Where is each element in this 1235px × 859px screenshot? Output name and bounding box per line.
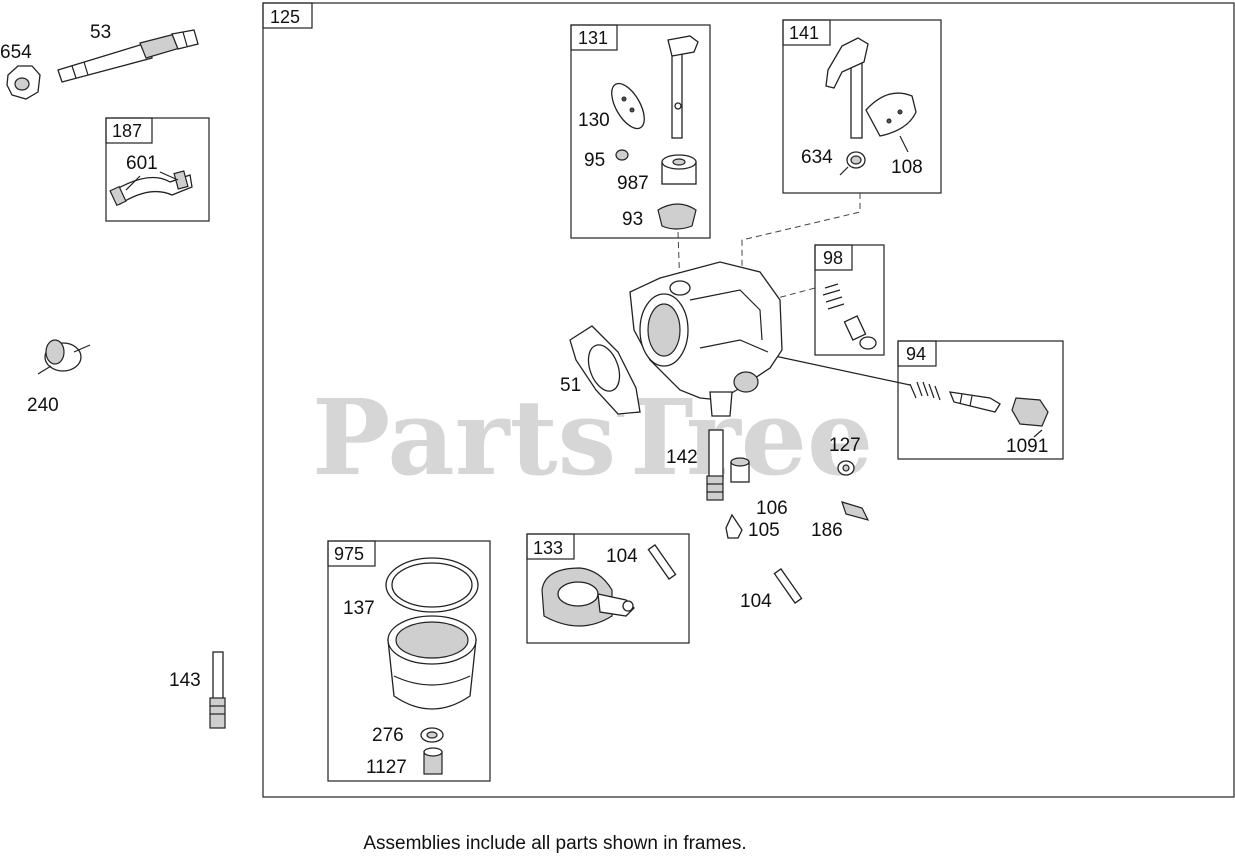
- part-95-screw[interactable]: [615, 149, 629, 161]
- label-95: 95: [584, 150, 605, 171]
- label-1091: 1091: [1006, 436, 1048, 457]
- part-108-throttle-plate[interactable]: [865, 92, 917, 153]
- part-104-pin[interactable]: 104: [740, 568, 803, 612]
- part-93-bushing[interactable]: [657, 203, 697, 230]
- part-1127-bolt[interactable]: [423, 747, 443, 775]
- label-108: 108: [891, 157, 923, 178]
- label-93: 93: [622, 209, 643, 230]
- label-104a: 104: [606, 546, 638, 567]
- label-634: 634: [801, 147, 833, 168]
- frame-975-label: 975: [334, 544, 364, 564]
- frame-125-label: 125: [270, 7, 300, 27]
- frame-141: 141 634 108: [782, 19, 942, 194]
- label-987: 987: [617, 173, 649, 194]
- frame-131-label: 131: [578, 28, 608, 48]
- frame-131: 131 130 95 987 93: [570, 24, 711, 239]
- label-53: 53: [90, 22, 111, 43]
- part-98-idle-screw[interactable]: [822, 283, 877, 350]
- part-1091-cap[interactable]: [1011, 397, 1049, 438]
- frame-187: 187 601: [105, 117, 210, 222]
- frame-187-label: 187: [112, 121, 142, 141]
- label-51: 51: [560, 375, 581, 396]
- frame-94: 94 1091: [897, 340, 1064, 460]
- part-987-seal[interactable]: [661, 154, 697, 185]
- part-51-gasket[interactable]: 51: [560, 325, 641, 415]
- label-240: 240: [27, 395, 59, 416]
- frame-94-label: 94: [906, 344, 926, 364]
- label-601: 601: [126, 153, 158, 174]
- label-654: 654: [0, 42, 32, 63]
- part-186-screw[interactable]: 186: [811, 501, 870, 541]
- part-94-needle[interactable]: [948, 391, 1001, 413]
- part-634-spring[interactable]: [839, 151, 866, 176]
- part-104-pin-frame[interactable]: [647, 544, 677, 580]
- label-105: 105: [748, 520, 780, 541]
- part-float-bowl[interactable]: [387, 615, 477, 710]
- frame-125: 125: [262, 2, 1235, 798]
- frame-133-label: 133: [533, 538, 563, 558]
- part-105-needle-valve[interactable]: 105: [725, 513, 780, 541]
- part-142-jet-tube[interactable]: 142: [666, 429, 724, 501]
- part-choke-shaft[interactable]: [667, 35, 699, 139]
- part-240-fuel-filter[interactable]: 240: [27, 339, 91, 416]
- label-130: 130: [578, 110, 610, 131]
- frame-141-label: 141: [789, 23, 819, 43]
- part-carburetor-body[interactable]: [629, 261, 783, 417]
- label-127: 127: [829, 435, 861, 456]
- label-142: 142: [666, 447, 698, 468]
- leader-141: [741, 193, 861, 270]
- frame-98-label: 98: [823, 248, 843, 268]
- frame-133: 133 104: [526, 533, 690, 644]
- watermark: PartsTree: [312, 376, 873, 499]
- part-654-nut[interactable]: 654: [0, 42, 41, 100]
- part-float[interactable]: [541, 567, 635, 627]
- part-601-fuel-hose[interactable]: [109, 170, 193, 207]
- leader-98: [769, 287, 816, 301]
- leader-94: [769, 354, 911, 386]
- part-94-spring[interactable]: [909, 381, 941, 401]
- label-276: 276: [372, 725, 404, 746]
- part-throttle-shaft[interactable]: [825, 37, 869, 139]
- label-186: 186: [811, 520, 843, 541]
- label-143: 143: [169, 670, 201, 691]
- footer-caption: Assemblies include all parts shown in fr…: [363, 833, 747, 854]
- part-276-washer[interactable]: [420, 727, 444, 743]
- part-106-jet[interactable]: 106: [730, 457, 788, 519]
- part-53-fitting[interactable]: 53: [57, 22, 199, 83]
- label-106: 106: [756, 498, 788, 519]
- part-130-plate[interactable]: [605, 78, 651, 133]
- frame-98: 98: [814, 244, 885, 356]
- label-1127: 1127: [366, 757, 407, 778]
- part-127-washer[interactable]: 127: [829, 435, 861, 476]
- label-104b: 104: [740, 591, 772, 612]
- part-137-gasket[interactable]: [385, 557, 479, 613]
- frame-975: 975 137 276 1127: [327, 540, 491, 782]
- label-137: 137: [343, 598, 375, 619]
- part-143-pipe[interactable]: 143: [169, 651, 226, 729]
